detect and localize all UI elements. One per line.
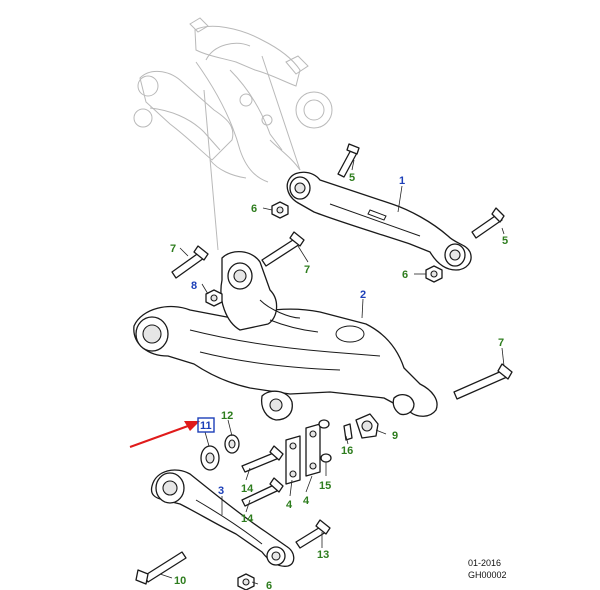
callout-labels: 1 2 3 4 4 5 5 6 6 6 7 7 7 8 9 10 11 12 1… bbox=[170, 172, 508, 590]
bolt-14-lower bbox=[241, 477, 284, 507]
bolt-10 bbox=[135, 551, 187, 585]
callout-7-left: 7 bbox=[170, 243, 176, 255]
callout-11: 11 bbox=[200, 420, 212, 432]
washer-set-15 bbox=[318, 419, 332, 463]
callout-6-bottom: 6 bbox=[266, 580, 272, 590]
ghost-knuckle-assembly bbox=[133, 17, 333, 251]
callout-6-mid: 6 bbox=[402, 269, 408, 281]
callout-13: 13 bbox=[317, 549, 329, 561]
nut-6-top bbox=[271, 201, 289, 219]
upper-control-arm bbox=[286, 171, 472, 271]
bolt-13 bbox=[295, 519, 331, 549]
callout-6-top: 6 bbox=[251, 203, 257, 215]
bolt-7-center bbox=[261, 231, 305, 267]
bushing-11 bbox=[200, 445, 220, 471]
footer-code: GH00002 bbox=[468, 570, 507, 580]
callout-15: 15 bbox=[319, 480, 331, 492]
callout-4-right: 4 bbox=[303, 495, 310, 507]
callout-4-left: 4 bbox=[286, 499, 293, 511]
bolt-14-upper bbox=[241, 445, 284, 473]
bracket-9 bbox=[355, 413, 379, 439]
lower-trailing-arm bbox=[150, 469, 295, 567]
callout-5-top: 5 bbox=[349, 172, 355, 184]
callout-14-upper: 14 bbox=[241, 483, 254, 495]
nut-6-mid bbox=[425, 265, 443, 283]
callout-2: 2 bbox=[360, 289, 366, 301]
callout-9: 9 bbox=[392, 430, 398, 442]
red-pointer-arrow bbox=[129, 421, 200, 448]
callout-14-lower: 14 bbox=[241, 513, 254, 525]
screw-16 bbox=[343, 423, 353, 441]
nut-8 bbox=[205, 289, 223, 307]
link-plates bbox=[285, 423, 321, 485]
bolt-5-top bbox=[337, 143, 360, 178]
callout-3: 3 bbox=[218, 485, 224, 497]
nut-6-bottom bbox=[237, 573, 255, 590]
leader-lines bbox=[159, 159, 505, 585]
callout-7-right: 7 bbox=[498, 337, 504, 349]
bushing-12 bbox=[224, 434, 240, 454]
callout-1: 1 bbox=[399, 175, 405, 187]
subframe bbox=[133, 251, 438, 421]
callout-12: 12 bbox=[221, 410, 233, 422]
callout-10: 10 bbox=[174, 575, 186, 587]
callout-7-center: 7 bbox=[304, 264, 310, 276]
callout-11-highlight-box bbox=[197, 417, 215, 433]
footer-date: 01-2016 bbox=[468, 558, 501, 568]
callout-8: 8 bbox=[191, 280, 197, 292]
bolt-7-right bbox=[453, 363, 513, 400]
bolt-7-left bbox=[171, 245, 209, 279]
bolt-5-right bbox=[471, 207, 505, 239]
callout-5-right: 5 bbox=[502, 235, 508, 247]
callout-16: 16 bbox=[341, 445, 353, 457]
